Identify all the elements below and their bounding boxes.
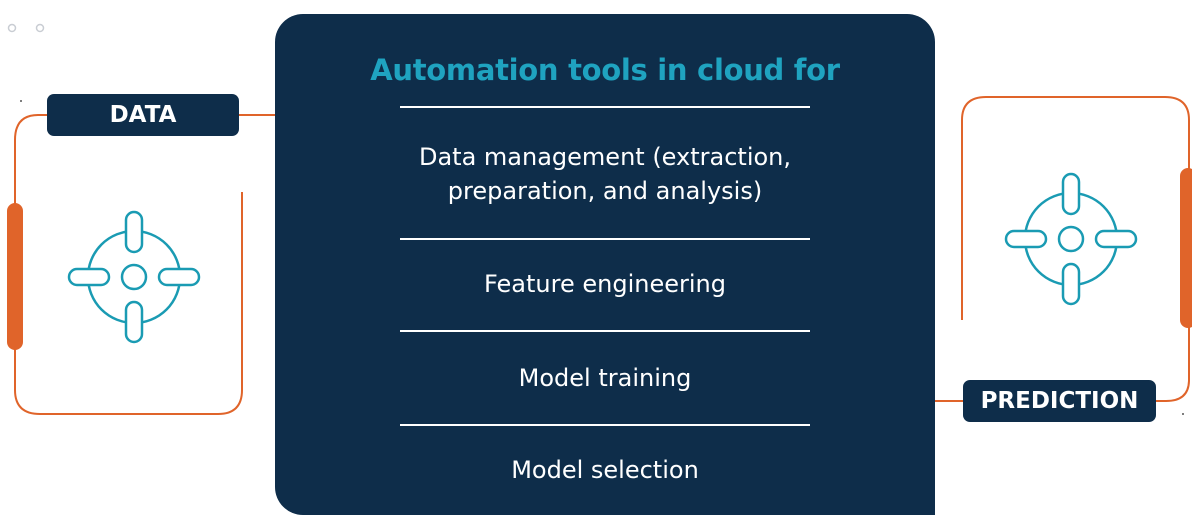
decorative-dot bbox=[20, 100, 22, 102]
prediction-frame-accent-bar bbox=[1180, 168, 1192, 328]
prediction-frame bbox=[961, 96, 1190, 402]
data-frame-accent-bar bbox=[7, 203, 23, 350]
decorative-dot bbox=[35, 23, 45, 33]
automation-tools-panel: Automation tools in cloud for Data manag… bbox=[275, 14, 935, 515]
item-model-selection: Model selection bbox=[511, 456, 699, 484]
item-data-management-line2: preparation, and analysis) bbox=[447, 177, 763, 205]
decorative-dot bbox=[1182, 413, 1184, 415]
data-label: DATA bbox=[47, 94, 239, 136]
prediction-label: PREDICTION bbox=[963, 380, 1156, 422]
divider bbox=[400, 424, 810, 426]
divider bbox=[400, 330, 810, 332]
divider bbox=[400, 238, 810, 240]
panel-title: Automation tools in cloud for bbox=[370, 53, 840, 87]
target-crosshair-icon bbox=[67, 210, 201, 344]
item-feature-engineering: Feature engineering bbox=[484, 270, 726, 298]
item-model-training: Model training bbox=[518, 364, 692, 392]
data-frame bbox=[14, 114, 243, 415]
decorative-dot bbox=[7, 23, 17, 33]
divider bbox=[400, 106, 810, 108]
target-crosshair-icon bbox=[1004, 172, 1138, 306]
item-data-management-line1: Data management (extraction, bbox=[418, 143, 792, 171]
